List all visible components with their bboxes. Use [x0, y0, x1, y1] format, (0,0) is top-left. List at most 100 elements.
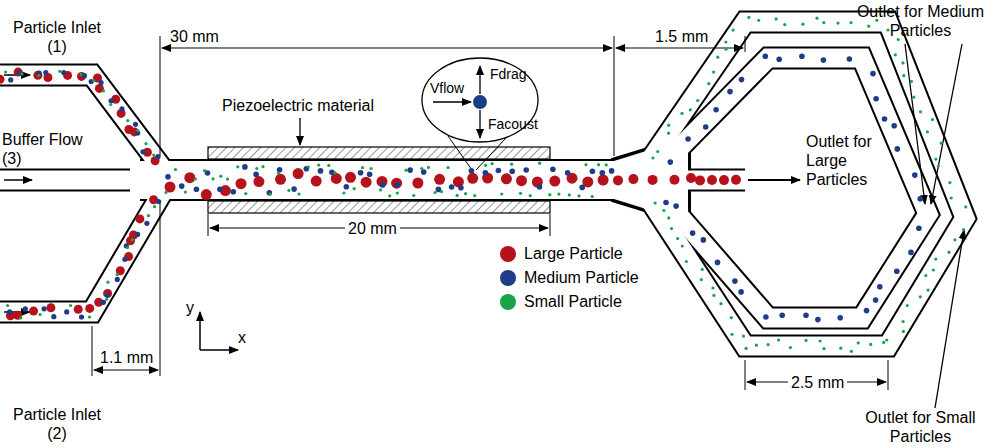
particle [37, 74, 40, 77]
leader-lines [300, 44, 964, 408]
particle [131, 238, 134, 241]
particle [396, 192, 399, 195]
particle [135, 214, 144, 223]
particle [291, 186, 297, 192]
particle [184, 172, 195, 183]
particle [164, 191, 167, 194]
particle [600, 170, 606, 176]
particle [510, 163, 513, 166]
particle [681, 244, 684, 247]
particle [144, 142, 147, 145]
legend-swatch [500, 270, 516, 286]
particle [548, 193, 551, 196]
particle [318, 168, 324, 174]
particle [244, 192, 247, 195]
particle [353, 187, 356, 190]
particle [537, 184, 543, 190]
particle [464, 192, 467, 195]
particle [565, 170, 571, 176]
particle [105, 298, 108, 301]
particle [715, 260, 721, 266]
particle [456, 194, 459, 197]
legend-swatch [500, 294, 516, 310]
particle [467, 173, 478, 184]
particle [700, 278, 703, 281]
particle [79, 314, 84, 319]
particle [724, 40, 727, 43]
particle [469, 168, 475, 174]
particle [509, 169, 515, 175]
particle [38, 313, 41, 316]
particle [867, 25, 870, 28]
particle [449, 184, 455, 190]
particle [253, 176, 264, 187]
particle [870, 71, 876, 77]
particle [484, 164, 487, 167]
particle [236, 178, 247, 189]
particle [713, 107, 719, 113]
inlet-label: Particle Inlet (2) [2, 405, 112, 443]
particle [902, 330, 905, 333]
legend-text: Small Particle [524, 292, 622, 311]
particle [670, 227, 673, 230]
particle [388, 194, 391, 197]
particle [361, 166, 364, 169]
particle [523, 167, 529, 173]
particle [730, 316, 733, 319]
particle [932, 268, 935, 271]
particle [194, 187, 200, 193]
particle [857, 341, 860, 344]
particle [361, 177, 372, 188]
particle [103, 289, 112, 298]
particle [819, 339, 822, 342]
dimension-label: 2.5 mm [788, 373, 847, 392]
particle [836, 22, 839, 25]
particle [101, 300, 106, 305]
particle [690, 230, 696, 236]
particle [345, 172, 356, 183]
particle [701, 237, 707, 243]
particle [719, 302, 722, 305]
particle [894, 53, 897, 56]
particle [912, 172, 918, 178]
particle [147, 214, 150, 217]
particle [850, 350, 853, 353]
particle [231, 189, 237, 195]
particle [873, 297, 879, 303]
axes [200, 312, 238, 350]
particle [261, 165, 264, 168]
particle [64, 309, 69, 314]
flow-arrows [4, 75, 800, 312]
particle [815, 17, 818, 20]
particle [873, 96, 879, 102]
particle [777, 339, 780, 342]
particle [901, 61, 904, 64]
particle [293, 168, 304, 179]
particle [579, 185, 585, 191]
particle [779, 313, 785, 319]
particle [427, 166, 430, 169]
part-label: Piezoelectric material [222, 96, 374, 115]
particle [102, 89, 105, 92]
particle [745, 347, 748, 350]
particle [253, 172, 259, 178]
particle [864, 308, 870, 314]
particle [962, 228, 965, 231]
particle [577, 194, 580, 197]
particle [116, 273, 119, 276]
particle [557, 193, 560, 196]
particle [501, 173, 512, 184]
particle [550, 167, 556, 173]
axis-label: x [238, 328, 246, 347]
particle [43, 70, 48, 75]
particle [695, 175, 705, 185]
particle [701, 268, 704, 271]
particle [916, 225, 922, 231]
particle [822, 347, 825, 350]
particle [277, 167, 283, 173]
legend-swatch [500, 246, 516, 262]
particle [88, 316, 91, 319]
particle [763, 314, 769, 320]
particle [804, 339, 807, 342]
particle [105, 292, 110, 297]
